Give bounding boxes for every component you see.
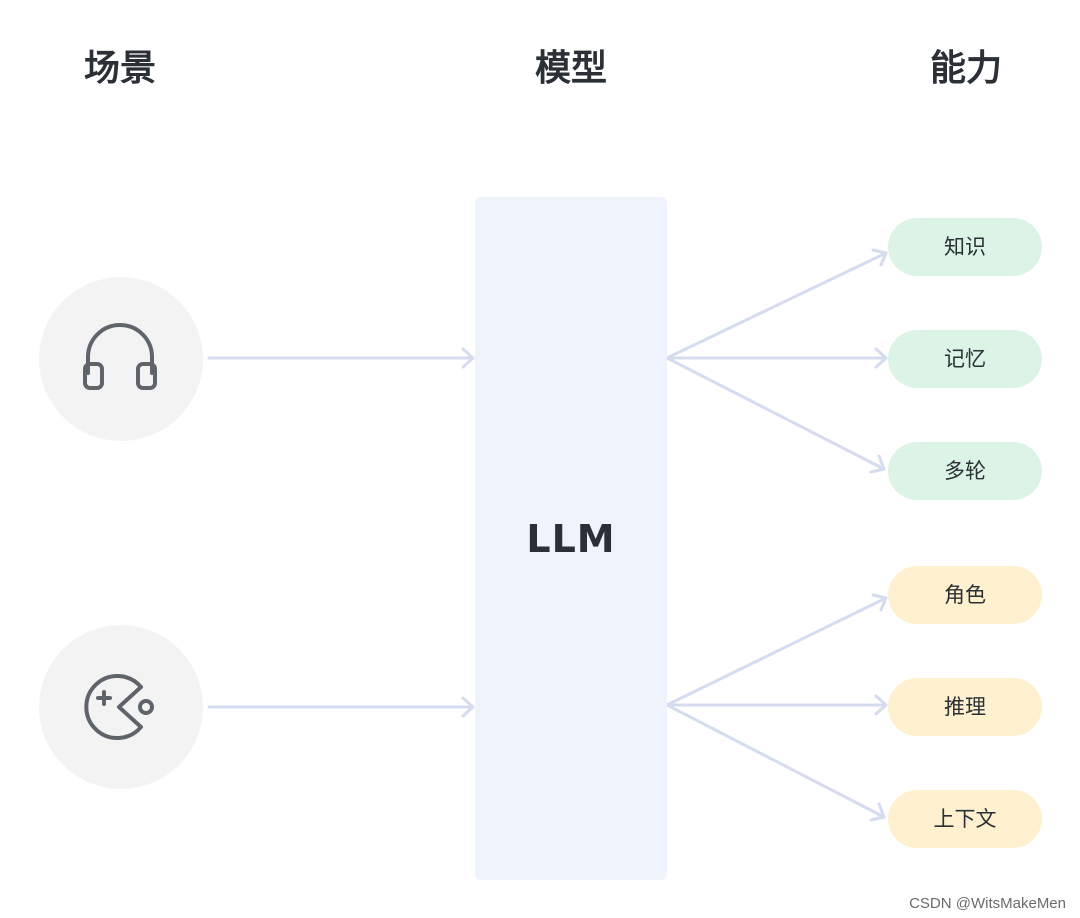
arrow-scene2-to-model <box>207 696 475 718</box>
model-label: LLM <box>526 517 616 561</box>
scene-customer-service <box>39 277 203 441</box>
ability-knowledge: 知识 <box>888 218 1042 276</box>
headset-icon <box>83 323 157 390</box>
scene-column-header: 场景 <box>83 48 156 89</box>
arrow-scene1-to-model <box>207 347 475 369</box>
watermark: CSDN @WitsMakeMen <box>909 895 1066 912</box>
scene-game <box>39 625 203 789</box>
arrow-model-to-group2-mid <box>665 694 888 716</box>
arrow-model-to-group2-top <box>665 593 888 707</box>
ability-role: 角色 <box>888 566 1042 624</box>
model-column-header: 模型 <box>534 48 607 89</box>
arrow-model-to-group1-top <box>665 248 888 360</box>
ability-memory: 记忆 <box>888 330 1042 388</box>
ability-context: 上下文 <box>888 790 1042 848</box>
arrow-model-to-group1-bottom <box>665 356 886 474</box>
arrow-model-to-group2-bottom <box>665 703 886 822</box>
ability-multi-turn: 多轮 <box>888 442 1042 500</box>
game-icon <box>84 674 154 740</box>
ability-column-header: 能力 <box>929 48 1002 89</box>
model-llm-box: LLM <box>475 197 667 880</box>
arrow-model-to-group1-mid <box>665 347 888 369</box>
ability-reasoning: 推理 <box>888 678 1042 736</box>
